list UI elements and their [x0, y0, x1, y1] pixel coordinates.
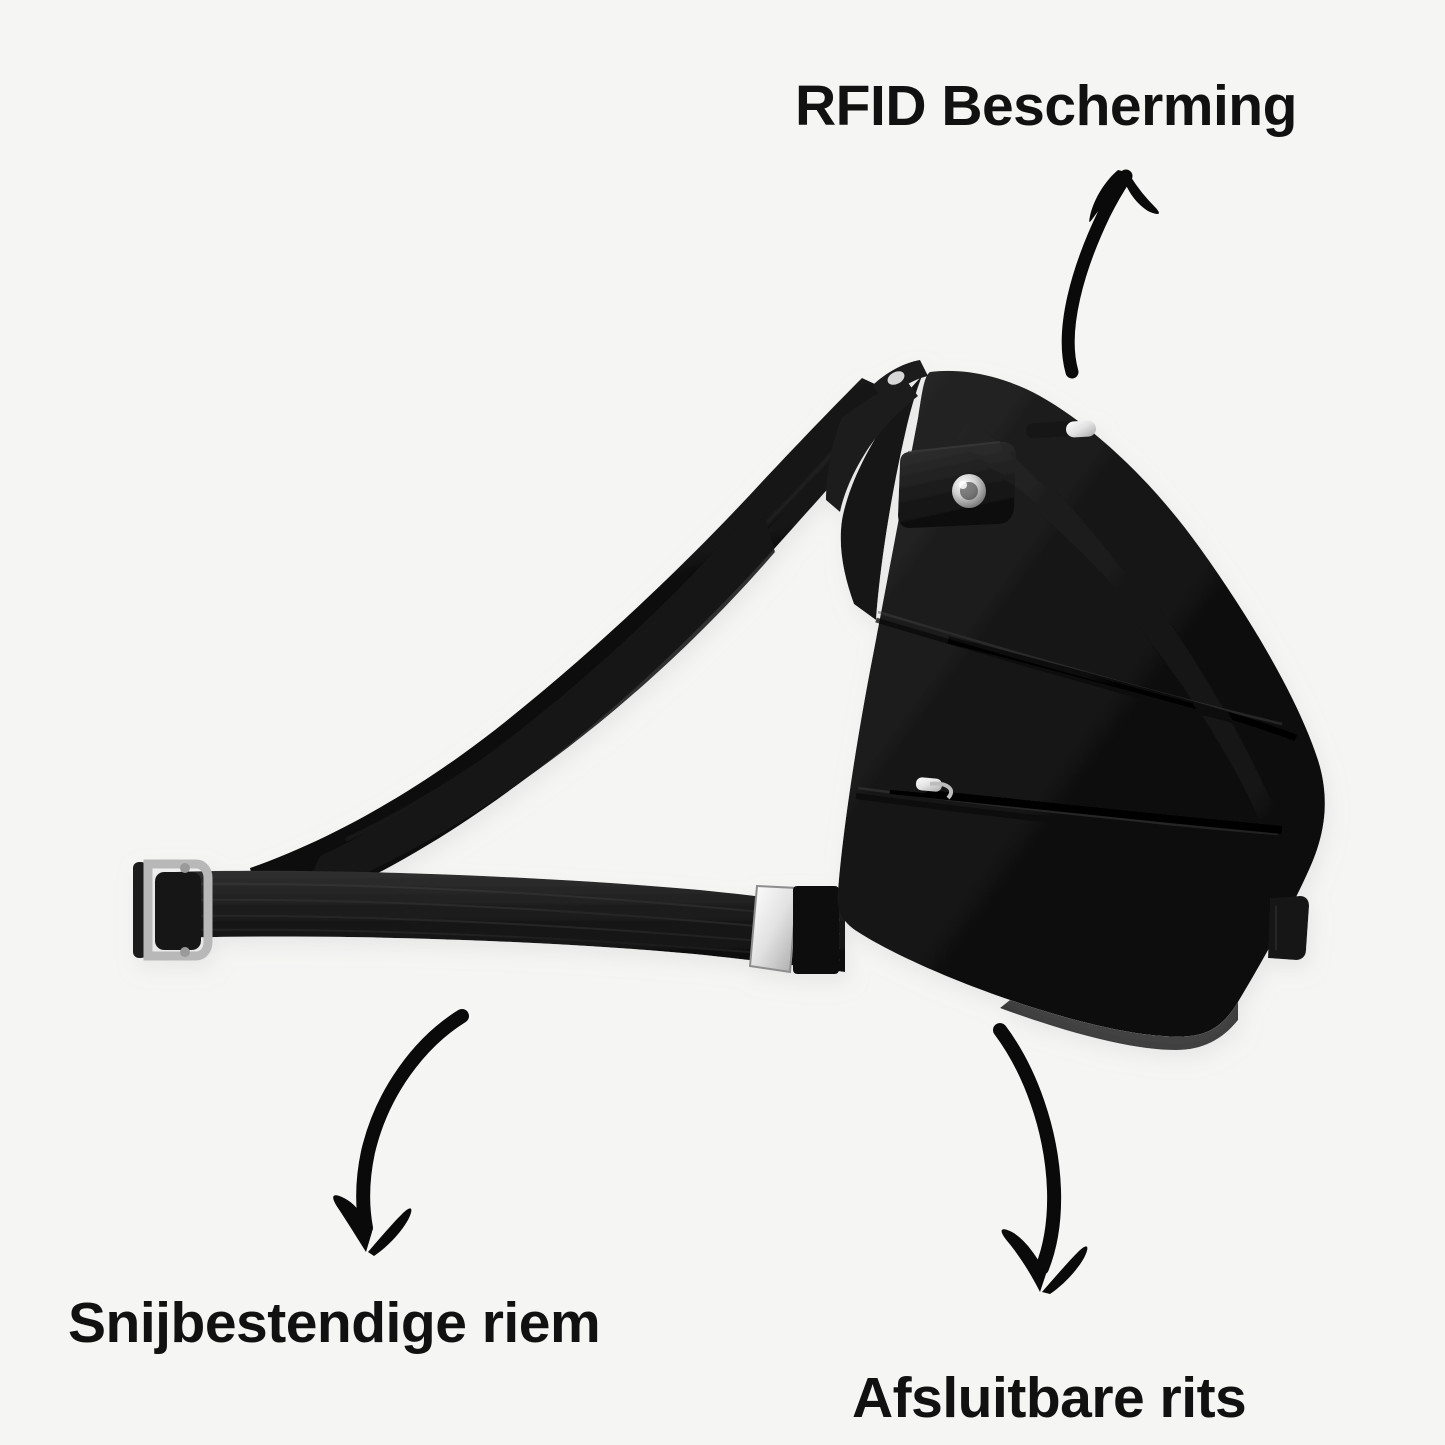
shoulder-strap	[250, 378, 905, 906]
lower-zipper-pull	[875, 776, 954, 800]
callout-label-zip: Afsluitbare rits	[852, 1366, 1247, 1430]
side-tab	[1268, 896, 1309, 960]
bag-lower-seam	[855, 793, 1277, 845]
bag-shoulder-cap	[826, 380, 918, 512]
arrow-zip	[993, 1023, 1088, 1294]
bag-bottom-shade	[1000, 1000, 1238, 1050]
shoulder-strap-fold	[300, 500, 775, 900]
callout-label-rfid: RFID Bescherming	[795, 74, 1297, 138]
slider-buckle	[133, 859, 213, 961]
snap-stud	[952, 474, 986, 508]
bag-highlight	[953, 420, 1279, 823]
bag-body	[837, 370, 1325, 1037]
top-zipper-pull	[1026, 420, 1096, 439]
upper-zipper	[947, 636, 1298, 742]
callout-label-strap: Snijbestendige riem	[68, 1291, 601, 1355]
chrome-buckle	[748, 884, 839, 974]
webbing-belt	[175, 870, 845, 972]
bag-top-flap	[840, 376, 922, 620]
arrow-strap	[333, 1009, 469, 1256]
strap-loop	[872, 360, 928, 402]
arrow-rfid	[1061, 169, 1159, 379]
bag-group	[133, 360, 1325, 1050]
webbing-texture	[179, 882, 841, 961]
